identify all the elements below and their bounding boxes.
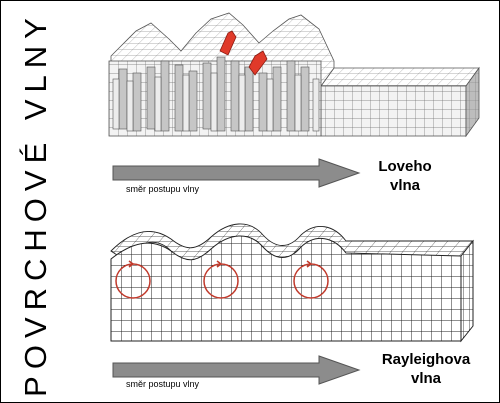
love-name-line2: vlna bbox=[389, 177, 420, 194]
love-wave-name: Loveho vlna bbox=[371, 157, 439, 195]
rayleigh-arrow-caption: směr postupu vlny bbox=[126, 379, 200, 389]
rayleigh-direction-arrow bbox=[112, 355, 361, 385]
love-arrow-caption: směr postupu vlny bbox=[126, 184, 200, 194]
rayleigh-wave-block bbox=[110, 223, 474, 343]
love-motion-arrow-down bbox=[248, 50, 268, 76]
love-motion-arrow-up bbox=[219, 30, 237, 56]
rayleigh-name-line1: Rayleighova bbox=[381, 351, 471, 368]
rayleigh-particle-orbits bbox=[115, 260, 329, 299]
love-direction-arrow bbox=[112, 158, 361, 188]
love-name-line1: Loveho bbox=[378, 158, 432, 175]
love-displaced-columns bbox=[108, 56, 322, 137]
love-wave-block bbox=[108, 12, 480, 138]
rayleigh-wave-name: Rayleighova vlna bbox=[371, 350, 481, 388]
rayleigh-name-line2: vlna bbox=[410, 370, 441, 387]
